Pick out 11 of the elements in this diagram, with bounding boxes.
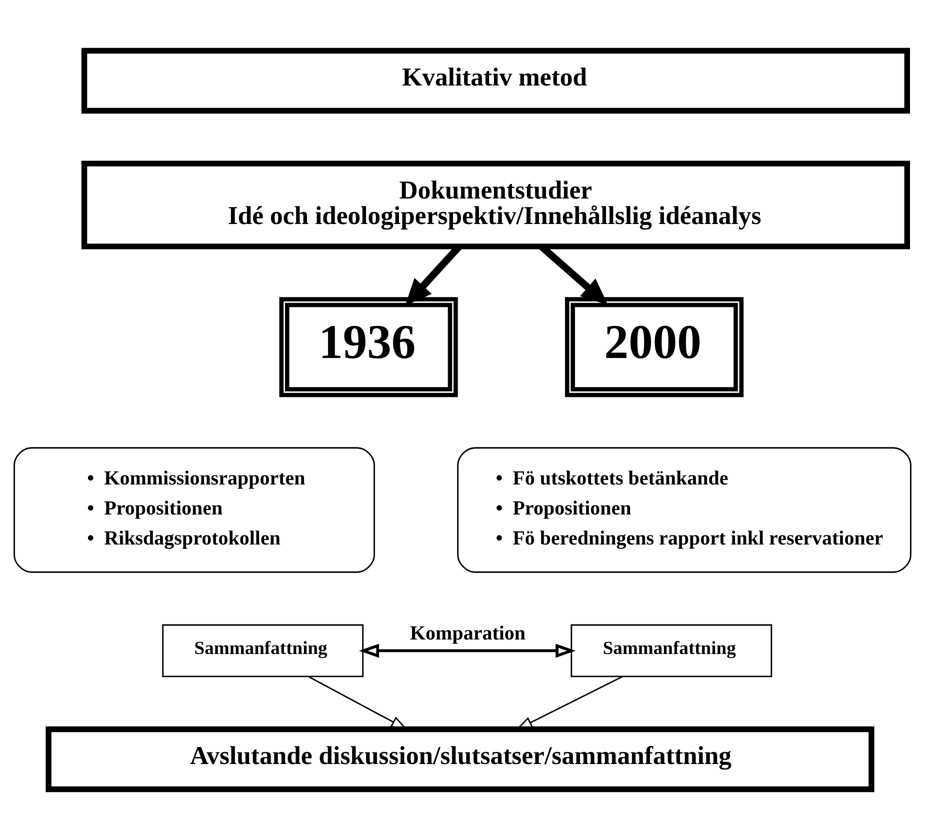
node-box: 1936 <box>279 297 458 398</box>
node-box: Avslutande diskussion/slutsatser/sammanfattning <box>46 726 874 792</box>
edge-label: Komparation <box>410 622 526 645</box>
node-box: • Kommissionsrapporten • Propositionen • Riksdagsprotokollen <box>14 447 375 573</box>
node-box: 2000 <box>565 297 744 398</box>
node-box: Sammanfattning <box>570 624 772 678</box>
node-box: Sammanfattning <box>162 624 364 678</box>
arrow <box>359 644 576 658</box>
node-box: • Fö utskottets betänkande • Propositionen • Fö beredningens rapport inkl reservationer <box>457 447 912 573</box>
node-box: Dokumentstudier Idé och ideologiperspektiv/Innehållslig idéanalys <box>81 160 910 250</box>
node-box: Kvalitativ metod <box>81 48 910 114</box>
